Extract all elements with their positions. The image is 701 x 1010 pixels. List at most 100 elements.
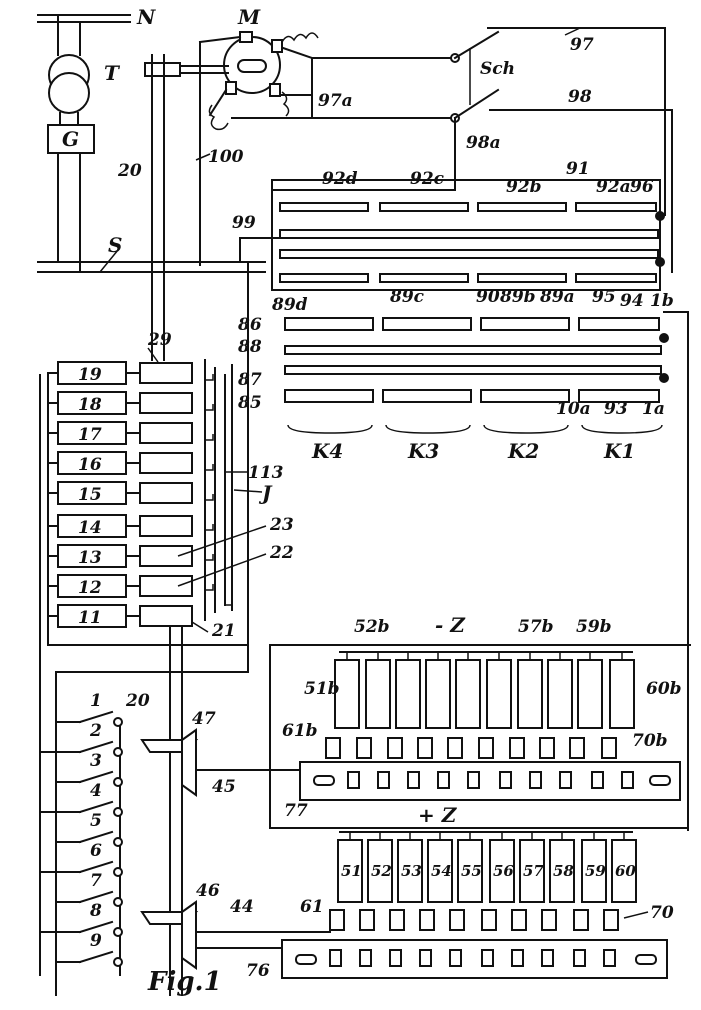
switch-2: 2	[39, 721, 123, 757]
label-21: 21	[211, 621, 236, 641]
switch-Sch: 97 Sch 98 98a	[311, 27, 673, 273]
label-77: 77	[284, 801, 308, 821]
label-93: 93	[604, 399, 628, 419]
figure-label: Fig.1	[147, 967, 222, 997]
relay-12: 12	[47, 574, 193, 598]
svg-text:15: 15	[78, 485, 102, 505]
relay-17: 17	[47, 421, 193, 445]
svg-text:6: 6	[90, 841, 102, 861]
label-G: G	[62, 127, 79, 151]
label-46: 46	[196, 881, 220, 901]
relay-11: 11	[47, 604, 193, 628]
shaft-coupling	[144, 62, 181, 77]
label-minus-Z: - Z	[435, 613, 466, 637]
label-60b: 60b	[646, 679, 682, 699]
coils-upper	[334, 659, 635, 729]
label-K3: K3	[407, 439, 439, 463]
svg-text:18: 18	[78, 395, 102, 415]
label-45: 45	[212, 777, 236, 797]
label-20-upper: 20	[117, 161, 142, 181]
gear-46: 46 44	[140, 881, 331, 970]
label-92c: 92c	[410, 169, 445, 189]
label-89c: 89c	[389, 287, 425, 307]
label-20-lower: 20	[125, 691, 150, 711]
svg-text:58: 58	[553, 862, 574, 880]
coils-lower	[337, 839, 637, 903]
svg-text:7: 7	[90, 871, 102, 891]
svg-text:59: 59	[585, 862, 606, 880]
label-85: 85	[237, 393, 262, 413]
switch-1: 1	[55, 691, 123, 727]
relay-13: 13	[47, 544, 193, 568]
transformer-coil-lower	[48, 72, 90, 114]
svg-text:13: 13	[78, 548, 102, 568]
label-70b: 70b	[632, 731, 668, 751]
label-S: S	[108, 233, 122, 257]
label-92b: 92b	[506, 177, 542, 197]
label-N: N	[136, 5, 156, 29]
svg-text:16: 16	[78, 455, 102, 475]
svg-text:8: 8	[89, 901, 102, 921]
svg-text:9: 9	[90, 931, 102, 951]
switch-6: 6	[39, 841, 123, 877]
label-10a: 10a	[556, 399, 591, 419]
label-K1: K1	[603, 439, 635, 463]
label-J: J	[258, 481, 273, 505]
svg-text:4: 4	[90, 781, 102, 801]
svg-text:60: 60	[615, 862, 636, 880]
slots-lower	[329, 949, 616, 967]
svg-text:55: 55	[461, 862, 482, 880]
label-K2: K2	[507, 439, 539, 463]
label-89d: 89d	[271, 295, 308, 315]
label-M: M	[237, 5, 261, 29]
svg-text:11: 11	[78, 608, 102, 628]
label-57b: 57b	[518, 617, 554, 637]
label-plus-Z: + Z	[418, 803, 458, 827]
armatures-lower	[329, 909, 619, 931]
label-113: 113	[248, 463, 284, 483]
svg-text:3: 3	[90, 751, 102, 771]
label-1b: 1b	[650, 291, 674, 311]
label-100: 100	[208, 147, 244, 167]
switch-3: 3	[55, 751, 123, 787]
switch-column: 1 2 3 4 5 6 7 8	[39, 644, 249, 996]
label-K4: K4	[311, 439, 343, 463]
svg-text:53: 53	[401, 862, 422, 880]
label-23: 23	[269, 515, 294, 535]
contact-rails-lower: 86 88 87 85 10a 93 1a K4 K3 K2 K1	[237, 311, 689, 831]
label-Sch: Sch	[480, 59, 515, 79]
slots-upper	[347, 771, 634, 789]
label-70: 70	[650, 903, 674, 923]
svg-text:57: 57	[523, 862, 544, 880]
svg-text:1: 1	[90, 691, 102, 711]
label-91: 91	[566, 159, 590, 179]
label-59b: 59b	[576, 617, 612, 637]
switch-9: 9	[55, 931, 123, 967]
svg-text:17: 17	[78, 425, 102, 445]
label-99: 99	[232, 213, 256, 233]
svg-text:14: 14	[78, 518, 102, 538]
label-97: 97	[570, 35, 594, 55]
relay-15: 15	[47, 481, 193, 505]
label-89b: 89b	[499, 287, 536, 307]
bar-76	[281, 939, 668, 979]
motor-M: M 97a	[144, 5, 456, 266]
label-87: 87	[237, 370, 262, 390]
svg-text:52: 52	[371, 862, 392, 880]
label-47: 47	[192, 709, 216, 729]
label-92d: 92d	[322, 169, 358, 189]
svg-text:12: 12	[78, 578, 102, 598]
label-61: 61	[300, 897, 324, 917]
label-86: 86	[237, 315, 262, 335]
generator-box	[47, 124, 95, 154]
supply-section: N T G	[37, 5, 156, 273]
label-98: 98	[568, 87, 592, 107]
label-88: 88	[237, 337, 262, 357]
coil-labels-lower: 51 52 53 54 55 56 57 58 59 60	[341, 862, 636, 880]
label-97a: 97a	[318, 91, 353, 111]
bar-77	[299, 761, 681, 801]
label-92a: 92a	[596, 177, 631, 197]
svg-text:56: 56	[493, 862, 514, 880]
svg-text:51: 51	[341, 862, 362, 880]
